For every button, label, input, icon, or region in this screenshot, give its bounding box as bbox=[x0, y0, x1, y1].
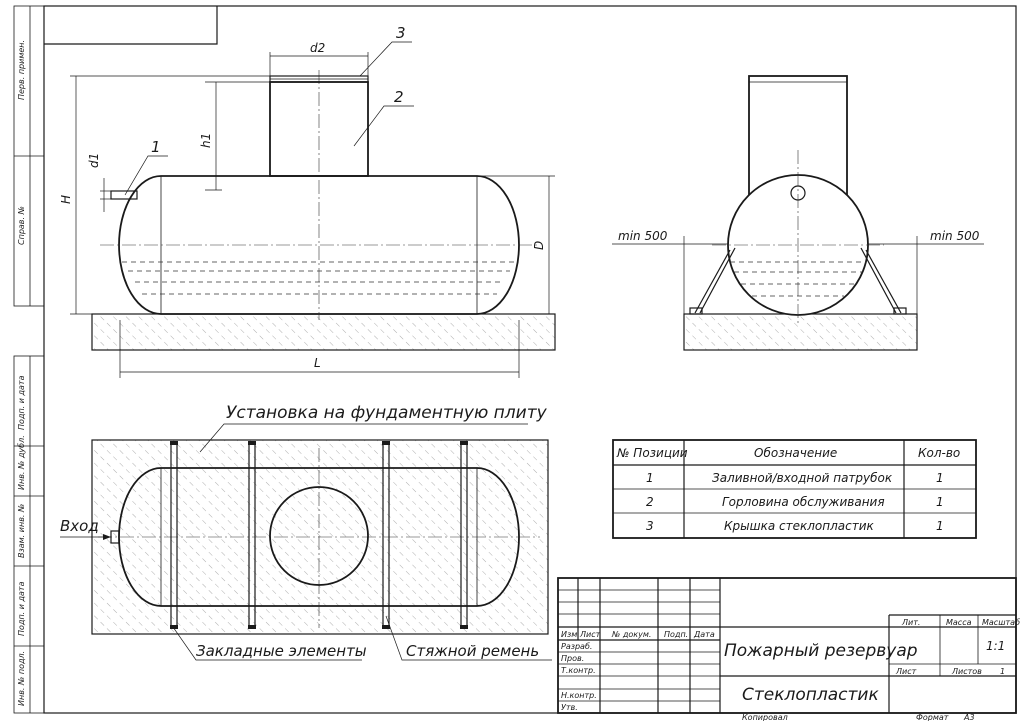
tb-role: Пров. bbox=[561, 654, 584, 663]
plan-view: Вход Установка на фундаментную плиту Зак… bbox=[60, 403, 552, 661]
spec-row-pos: 3 bbox=[646, 519, 654, 533]
tb-lit: Лит. bbox=[901, 618, 920, 627]
callout-3: 3 bbox=[396, 24, 406, 42]
side-label: Подп. и дата bbox=[17, 581, 26, 636]
side-view: min 500 min 500 bbox=[612, 75, 984, 351]
side-foundation bbox=[683, 313, 918, 351]
tb-format-value: А3 bbox=[963, 713, 975, 721]
spec-row-name: Заливной/входной патрубок bbox=[712, 471, 893, 485]
spec-row-pos: 2 bbox=[646, 495, 654, 509]
tb-scale-value: 1:1 bbox=[986, 639, 1005, 653]
tb-col-header: Подп. bbox=[664, 630, 688, 639]
plan-embedded-label: Закладные элементы bbox=[196, 642, 367, 660]
spec-row-name: Горловина обслуживания bbox=[722, 495, 885, 509]
foundation-slab bbox=[91, 313, 556, 351]
tb-col-header: № докум. bbox=[611, 630, 651, 639]
dim-D: D bbox=[532, 241, 546, 250]
tb-product-name: Пожарный резервуар bbox=[724, 641, 918, 661]
tb-role: Разраб. bbox=[561, 642, 592, 651]
tb-sheet: Лист bbox=[895, 667, 917, 676]
inlet-pipe bbox=[110, 190, 138, 200]
dim-min-right: min 500 bbox=[930, 229, 980, 243]
spec-row-pos: 1 bbox=[646, 471, 654, 485]
spec-row-qty: 1 bbox=[936, 519, 944, 533]
tb-role: Т.контр. bbox=[561, 666, 596, 675]
dim-d2: d2 bbox=[310, 41, 325, 55]
spec-header-qty: Кол-во bbox=[918, 446, 960, 460]
sheet-frame bbox=[13, 5, 1017, 714]
tb-col-header: Изм bbox=[561, 630, 577, 639]
spec-row-name: Крышка стеклопластик bbox=[724, 519, 874, 533]
spec-header-pos: № Позиции bbox=[616, 446, 688, 460]
tb-scale: Масштаб bbox=[982, 618, 1020, 627]
title-block: Изм Лист № докум. Подп. Дата Разраб. Про… bbox=[557, 577, 1020, 721]
callout-2: 2 bbox=[394, 88, 404, 106]
tb-format: Формат bbox=[916, 713, 949, 721]
side-label: Подп. и дата bbox=[17, 375, 26, 430]
plan-neck-circle bbox=[269, 486, 369, 586]
tb-col-header: Лист bbox=[579, 630, 601, 639]
tb-role: Утв. bbox=[561, 703, 578, 712]
dim-min-left: min 500 bbox=[618, 229, 668, 243]
straps bbox=[170, 441, 468, 629]
plan-strap-label: Стяжной ремень bbox=[406, 642, 539, 660]
tb-mass: Масса bbox=[946, 618, 972, 627]
tb-material: Стеклопластик bbox=[742, 685, 879, 705]
tb-role: Н.контр. bbox=[561, 691, 597, 700]
side-label: Справ. № bbox=[17, 206, 26, 245]
side-label: Инв. № подл. bbox=[17, 651, 26, 706]
side-labels: Перв. примен. Справ. № Подп. и дата Инв.… bbox=[17, 40, 26, 706]
tb-sheets-value: 1 bbox=[1000, 667, 1005, 676]
dim-d1: d1 bbox=[87, 153, 101, 168]
plan-inlet-label: Вход bbox=[60, 517, 99, 535]
spec-table: № Позиции Обозначение Кол-во 1 Заливной/… bbox=[612, 439, 977, 539]
tb-col-header: Дата bbox=[693, 630, 715, 639]
front-view: d2 h1 d1 H D L 1 2 3 bbox=[59, 24, 556, 378]
callout-1: 1 bbox=[151, 138, 161, 156]
plan-title: Установка на фундаментную плиту bbox=[226, 403, 548, 423]
spec-row-qty: 1 bbox=[936, 471, 944, 485]
dim-h1: h1 bbox=[199, 133, 213, 148]
tb-sheets: Листов bbox=[951, 667, 982, 676]
dim-L: L bbox=[314, 356, 321, 370]
spec-header-name: Обозначение bbox=[754, 446, 837, 460]
dim-H: H bbox=[59, 195, 73, 204]
tb-copied: Копировал bbox=[742, 713, 788, 721]
side-label: Взам. инв. № bbox=[17, 504, 26, 558]
side-label: Инв. № дубл. bbox=[17, 435, 26, 490]
spec-row-qty: 1 bbox=[936, 495, 944, 509]
side-label: Перв. примен. bbox=[17, 40, 26, 100]
